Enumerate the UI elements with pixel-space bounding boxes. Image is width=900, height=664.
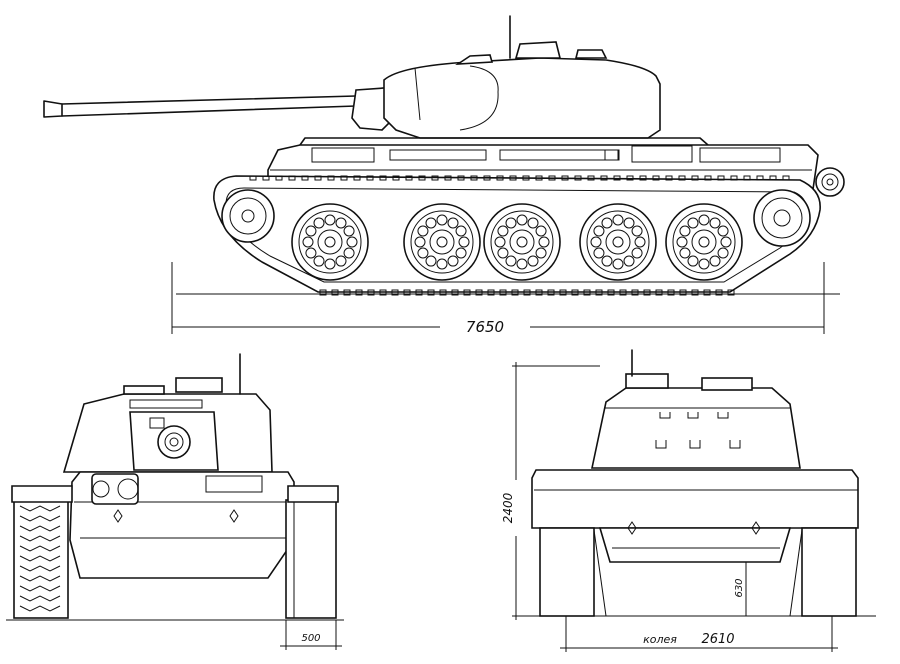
track-width-dimension: 500 xyxy=(280,620,342,650)
drive-sprocket xyxy=(753,189,811,247)
clearance-label: 630 xyxy=(734,578,745,597)
side-view xyxy=(43,15,845,296)
length-label: 7650 xyxy=(466,318,504,336)
road-wheels xyxy=(291,203,743,281)
gauge-word: колея xyxy=(643,633,677,646)
front-view xyxy=(6,353,344,621)
road-wheel xyxy=(579,203,657,281)
track-width-label: 500 xyxy=(301,633,320,644)
rear-view xyxy=(520,349,876,617)
idler-wheel xyxy=(221,189,275,243)
clearance-dimension: 630 xyxy=(734,562,747,616)
spare-wheel xyxy=(815,167,845,197)
road-wheel xyxy=(483,203,561,281)
commander-cupola xyxy=(514,41,562,59)
turret xyxy=(383,57,661,139)
front-track-links xyxy=(19,505,61,612)
turret-handles xyxy=(655,412,741,449)
fender-boxes xyxy=(311,145,781,163)
rear-right-track xyxy=(801,527,857,617)
front-left-track xyxy=(13,499,69,619)
gauge-dimension: колея 2610 xyxy=(560,616,838,652)
track-teeth xyxy=(249,175,790,296)
rear-hull xyxy=(531,469,859,529)
rear-left-track xyxy=(539,527,595,617)
height-dimension: 2400 xyxy=(501,362,600,620)
length-dimension: 7650 xyxy=(171,262,825,336)
road-wheel xyxy=(291,203,369,281)
road-wheel xyxy=(665,203,743,281)
gauge-label: 2610 xyxy=(701,632,734,647)
road-wheel xyxy=(403,203,481,281)
rear-turret xyxy=(591,387,801,469)
gun-barrel xyxy=(43,95,357,118)
height-label: 2400 xyxy=(501,492,515,523)
